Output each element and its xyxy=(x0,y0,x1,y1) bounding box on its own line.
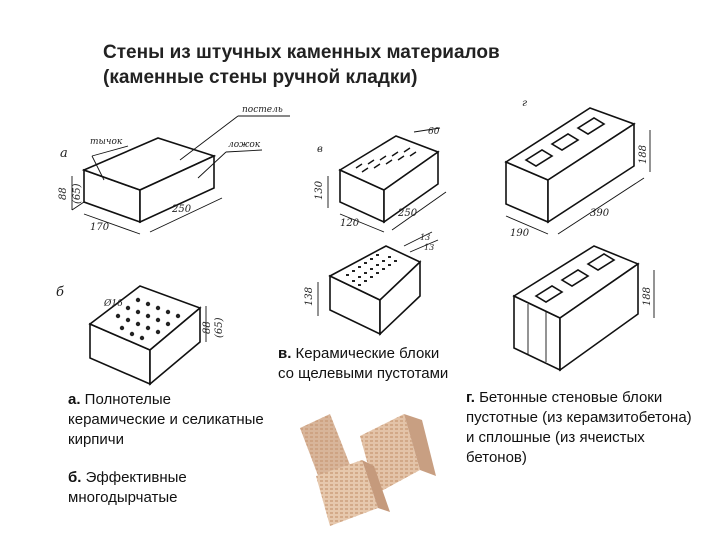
block-v1-slot-dim: 60 xyxy=(428,127,440,137)
caption-g-text: Бетонные стеновые блоки пустотные (из ке… xyxy=(466,389,692,466)
block-g2-height: 188 xyxy=(642,287,653,306)
brick-a-side-label: ложок xyxy=(228,140,261,150)
block-v1-side-face xyxy=(383,150,439,224)
page-title: Стены из штучных каменных материалов (ка… xyxy=(103,40,500,90)
brick-a-side-face xyxy=(139,154,215,224)
caption-a-text: Полнотелые керамические и селикатные кир… xyxy=(68,391,264,448)
block-v1-length: 250 xyxy=(397,208,418,219)
block-v2-drawing: 138 13 13 xyxy=(304,231,439,336)
caption-b: б. Эффективные многодырчатые xyxy=(68,468,268,508)
block-v1-slots xyxy=(355,147,417,173)
brick-a-height: 88 xyxy=(58,187,69,200)
figure-label-a: а xyxy=(60,146,68,161)
block-g1-drawing: г 188 190 390 xyxy=(504,98,651,239)
block-g1-cavities xyxy=(524,117,606,167)
block-v2-dim1: 13 xyxy=(420,233,430,242)
figure-label-b: б xyxy=(56,285,64,300)
block-g1-side-face xyxy=(547,122,635,224)
brick-b-side-face xyxy=(149,306,201,386)
block-v1-height: 130 xyxy=(314,180,325,200)
figure-label-v: в xyxy=(317,144,323,155)
block-v2-slots xyxy=(346,254,397,286)
block-g2-cavities xyxy=(534,253,616,303)
caption-b-text: Эффективные многодырчатые xyxy=(68,469,187,506)
block-g1-width: 190 xyxy=(510,228,530,239)
brick-a-height-alt: (65) xyxy=(72,183,83,204)
title-line-1: Стены из штучных каменных материалов xyxy=(103,42,500,63)
caption-b-prefix: б. xyxy=(68,469,82,486)
brick-b-hole-diam: Ø16 xyxy=(103,298,123,309)
brick-a-width: 170 xyxy=(90,222,110,233)
brick-b-height-alt: (65) xyxy=(214,317,225,338)
ceramic-blocks-photo xyxy=(300,414,436,526)
title-line-2: (каменные стены ручной кладки) xyxy=(103,67,418,88)
block-v2-dim2: 13 xyxy=(424,243,434,252)
figure-label-g: г xyxy=(522,98,527,109)
block-v2-side-face xyxy=(379,260,421,336)
caption-a: а. Полнотелые керамические и селикатные … xyxy=(68,390,268,450)
brick-a-drawing: а тычок постель ложок 88 (65) 170 250 xyxy=(58,105,290,235)
block-v1-width: 120 xyxy=(340,218,360,229)
caption-g: г. Бетонные стеновые блоки пустотные (из… xyxy=(466,388,692,468)
brick-a-length: 250 xyxy=(171,204,192,215)
caption-g-prefix: г. xyxy=(466,389,475,406)
block-g1-length: 390 xyxy=(590,208,610,219)
block-g1-height: 188 xyxy=(638,145,649,164)
block-g2-drawing: 188 xyxy=(512,245,655,372)
brick-b-height: 88 xyxy=(202,321,213,334)
caption-v: в. Керамические блоки со щелевыми пустот… xyxy=(278,344,454,384)
block-v2-height: 138 xyxy=(304,287,315,306)
brick-a-end-label: тычок xyxy=(90,137,123,147)
block-g2-side-face xyxy=(559,262,639,372)
brick-a-top-label: постель xyxy=(242,105,283,115)
brick-b-holes xyxy=(115,297,181,341)
block-v1-drawing: в 130 120 250 60 xyxy=(314,127,447,233)
brick-b-drawing: б Ø16 88 (65) xyxy=(56,285,225,386)
caption-v-text: Керамические блоки со щелевыми пустотами xyxy=(278,345,449,382)
caption-v-prefix: в. xyxy=(278,345,292,362)
caption-a-prefix: а. xyxy=(68,391,81,408)
